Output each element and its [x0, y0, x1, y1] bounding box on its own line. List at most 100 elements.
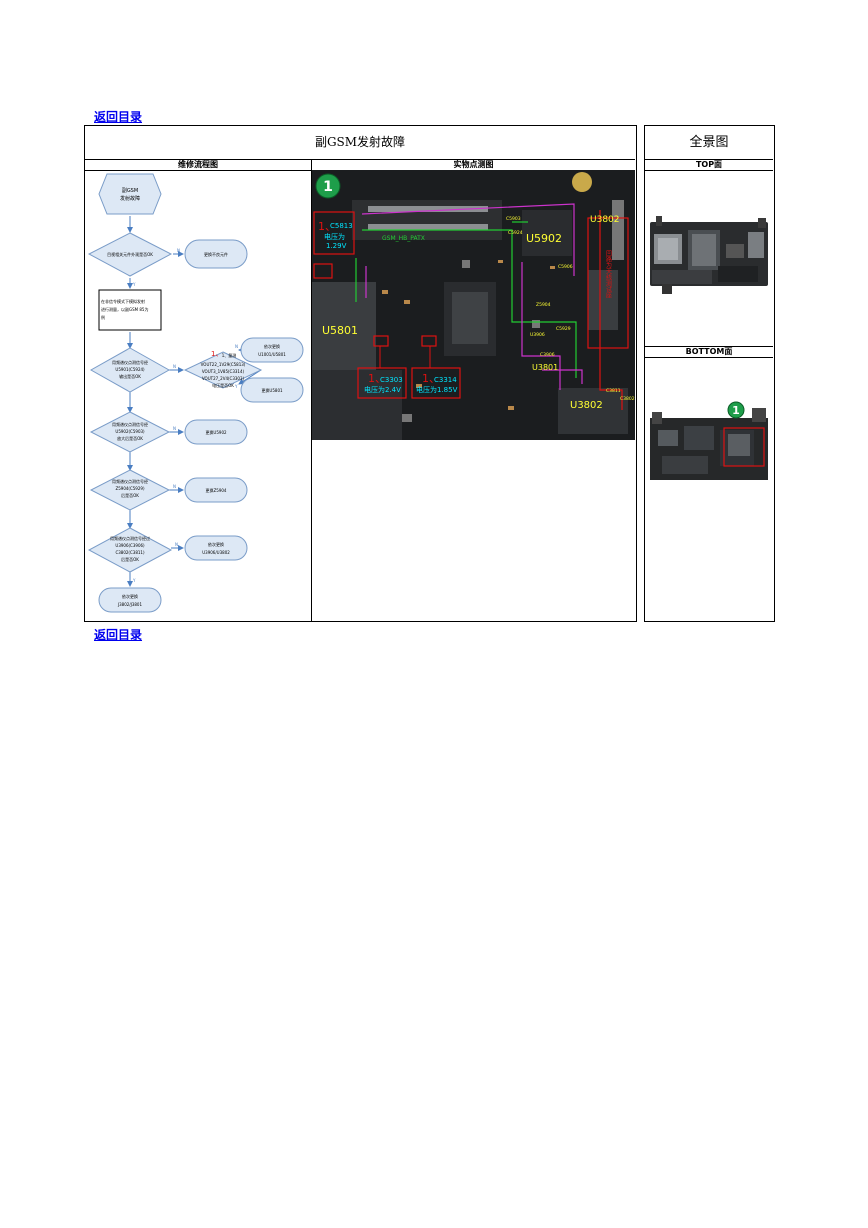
decision-voltage: 1、 1、量测 VOUT22_1V29(C5813) VOUT3_1V85(C3… [183, 337, 304, 403]
divider [645, 159, 773, 160]
svg-text:1: 1 [323, 179, 333, 195]
svg-text:输出是否OK: 输出是否OK [119, 373, 141, 379]
repair-flowchart: 副GSM 发射故障 目视相关元件外观是否OK N 更换不良元件 Y 在非信令模式… [87, 173, 304, 613]
divider [645, 170, 773, 171]
overview-panel: 全景图 TOP面 BOTTOM面 1 [644, 125, 775, 622]
svg-text:VOUT27_2V4(C3303): VOUT27_2V4(C3303) [202, 376, 245, 381]
decision-u5902: 用频谱仪点测信号经 U5902(C5903) 放大后是否OK N 更换U5902 [89, 411, 248, 453]
svg-text:C3802: C3802 [620, 396, 635, 402]
decision-visual-check: 目视相关元件外观是否OK N 更换不良元件 Y [87, 232, 248, 287]
svg-text:1、: 1、 [368, 372, 386, 385]
svg-text:例: 例 [101, 314, 105, 320]
svg-text:C3303: C3303 [380, 376, 403, 384]
svg-text:C5903: C5903 [506, 216, 521, 222]
svg-text:1、: 1、 [211, 350, 222, 358]
svg-text:U3906(C3906): U3906(C3906) [115, 543, 145, 548]
svg-text:电压为1.85V: 电压为1.85V [416, 385, 458, 394]
svg-text:在非信令模式下模拟发射: 在非信令模式下模拟发射 [101, 298, 145, 304]
svg-text:1、: 1、 [422, 372, 440, 385]
svg-text:U5901(C5924): U5901(C5924) [115, 367, 145, 372]
decision-z5904: 用频谱仪点测信号经 Z5904(C5929) 后是否OK N 更换Z5904 [89, 469, 248, 511]
svg-text:电压为: 电压为 [324, 232, 345, 241]
back-to-contents-link-bottom[interactable]: 返回目录 [94, 628, 143, 642]
svg-text:C5906: C5906 [558, 264, 573, 270]
svg-text:依次更换: 依次更换 [208, 541, 224, 547]
svg-text:C3314: C3314 [434, 376, 457, 384]
divider [85, 159, 635, 160]
divider [645, 346, 773, 347]
svg-text:放大后是否OK: 放大后是否OK [117, 435, 143, 441]
svg-text:Z5904(C5929): Z5904(C5929) [115, 486, 144, 491]
svg-text:发射故障: 发射故障 [120, 195, 140, 202]
svg-text:Y: Y [234, 384, 238, 389]
photo-column-header: 实物点测图 [453, 160, 494, 169]
svg-text:U3906: U3906 [530, 332, 545, 338]
process-nonsignaling: 在非信令模式下模拟发射 进行测量，以副GSM 85为 例 [98, 289, 162, 331]
svg-text:进行测量，以副GSM 85为: 进行测量，以副GSM 85为 [101, 306, 148, 312]
svg-text:1、: 1、 [318, 220, 336, 233]
svg-text:Y: Y [132, 282, 136, 287]
svg-text:后是否OK: 后是否OK [121, 492, 139, 498]
svg-text:U5801: U5801 [322, 324, 358, 337]
svg-text:1: 1 [732, 404, 740, 417]
svg-text:用频谱仪点测信号经过: 用频谱仪点测信号经过 [110, 535, 150, 541]
svg-text:更换不良元件: 更换不良元件 [204, 251, 228, 257]
svg-text:更换Z5904: 更换Z5904 [206, 487, 227, 493]
divider [645, 357, 773, 358]
svg-text:C3811: C3811 [606, 388, 621, 394]
pcb-measurement-photo: 1 1、 C5813 电压为 1.29V 1、 C3303 电压为2.4V 1、… [312, 170, 635, 440]
svg-text:目视相关元件外观是否OK: 目视相关元件外观是否OK [107, 251, 153, 257]
svg-text:Z5904: Z5904 [536, 302, 551, 308]
svg-text:Y: Y [132, 578, 136, 583]
divider [311, 159, 312, 621]
svg-text:U3906/U3802: U3906/U3802 [202, 550, 230, 555]
svg-text:N: N [173, 426, 176, 431]
svg-text:1.29V: 1.29V [326, 242, 347, 250]
svg-text:C5924: C5924 [508, 230, 523, 236]
svg-text:用频谱仪点测信号经: 用频谱仪点测信号经 [112, 478, 148, 484]
svg-text:用频谱仪点测信号经: 用频谱仪点测信号经 [112, 421, 148, 427]
svg-text:电压是否OK: 电压是否OK [212, 382, 234, 388]
svg-text:回路为天线测试座: 回路为天线测试座 [605, 250, 612, 299]
overview-title: 全景图 [689, 135, 729, 150]
svg-text:C3906: C3906 [540, 352, 555, 358]
bottom-side-header: BOTTOM面 [685, 347, 733, 356]
page-title: 副GSM发射故障 [314, 135, 406, 149]
svg-text:U1001/U5801: U1001/U5801 [258, 352, 286, 357]
svg-text:1、量测: 1、量测 [222, 352, 237, 358]
flow-column-header: 维修流程图 [178, 160, 218, 169]
svg-text:VOUT22_1V29(C5813): VOUT22_1V29(C5813) [201, 362, 246, 367]
svg-text:依次更换: 依次更换 [122, 593, 138, 599]
svg-text:N: N [175, 542, 178, 547]
start-node: 副GSM 发射故障 [98, 173, 162, 215]
svg-text:U5902: U5902 [526, 232, 562, 245]
svg-text:C5813: C5813 [330, 222, 353, 230]
svg-text:GSM_HB_PATX: GSM_HB_PATX [382, 235, 425, 242]
svg-text:N: N [177, 248, 180, 253]
svg-text:依次更换: 依次更换 [264, 343, 280, 349]
svg-text:U5902(C5903): U5902(C5903) [115, 429, 145, 434]
svg-text:更换U5902: 更换U5902 [205, 429, 227, 435]
back-to-contents-link[interactable]: 返回目录 [94, 110, 143, 124]
svg-text:电压为2.4V: 电压为2.4V [364, 385, 401, 394]
decision-u3906: 用频谱仪点测信号经过 U3906(C3906) C3802(C3811) 后是否… [87, 527, 248, 583]
bottom-board-image: 1 [650, 401, 768, 480]
svg-text:U3801: U3801 [532, 363, 558, 372]
svg-text:副GSM: 副GSM [122, 187, 138, 194]
svg-text:U3802: U3802 [570, 400, 603, 411]
svg-text:U3802: U3802 [590, 215, 620, 225]
svg-text:C3802(C3811): C3802(C3811) [115, 550, 145, 555]
end-node: 依次更换 J3802/J3801 [98, 587, 162, 613]
svg-text:用频谱仪点测信号经: 用频谱仪点测信号经 [112, 359, 148, 365]
top-board-image [650, 216, 768, 294]
decision-u5901: 用频谱仪点测信号经 U5901(C5924) 输出是否OK N [89, 347, 176, 393]
svg-text:VOUT3_1V85(C3314): VOUT3_1V85(C3314) [202, 369, 245, 374]
svg-text:J3802/J3801: J3802/J3801 [117, 602, 143, 607]
svg-text:后是否OK: 后是否OK [121, 556, 139, 562]
svg-text:N: N [235, 344, 238, 349]
top-side-header: TOP面 [695, 160, 723, 169]
svg-text:更换U5801: 更换U5801 [261, 387, 283, 393]
svg-text:N: N [173, 484, 176, 489]
svg-text:C5929: C5929 [556, 326, 571, 332]
svg-text:N: N [173, 364, 176, 369]
